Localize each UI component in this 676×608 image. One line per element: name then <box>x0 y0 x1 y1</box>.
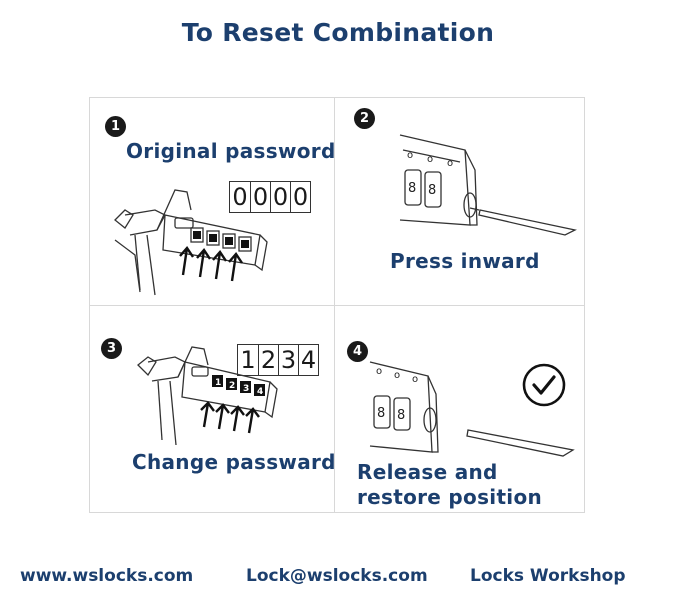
svg-text:4: 4 <box>257 387 263 397</box>
digit: 3 <box>278 345 298 375</box>
svg-text:8: 8 <box>377 406 385 421</box>
step-4-caption-line2: restore position <box>357 485 543 509</box>
lock-illustration-press: 8 8 o o o <box>399 134 577 236</box>
svg-text:1: 1 <box>215 378 221 388</box>
step-4-caption-line1: Release and <box>357 460 498 484</box>
digit: 1 <box>240 346 256 374</box>
step-1-caption: Original password <box>126 139 336 163</box>
svg-text:o: o <box>376 366 382 377</box>
svg-text:2: 2 <box>229 381 235 391</box>
step-1-digit-box: 0 0 0 0 <box>229 181 311 213</box>
digit: 0 <box>270 182 290 212</box>
svg-text:o: o <box>412 374 418 385</box>
step-3-number: 3 <box>101 338 122 359</box>
svg-text:o: o <box>407 150 413 161</box>
digit: 4 <box>298 345 318 375</box>
svg-text:8: 8 <box>397 408 405 423</box>
svg-text:3: 3 <box>243 384 249 394</box>
step-2-number: 2 <box>354 108 375 129</box>
footer-email-link[interactable]: Lock@wslocks.com <box>246 566 428 586</box>
svg-text:o: o <box>427 154 433 165</box>
digit: 0 <box>250 182 270 212</box>
grid-divider-horizontal <box>89 305 585 306</box>
step-1-number: 1 <box>105 116 126 137</box>
step-4-number: 4 <box>347 341 368 362</box>
step-3-caption: Change passward <box>132 450 336 474</box>
svg-text:8: 8 <box>428 183 436 198</box>
lock-illustration-change: 1 2 3 4 <box>137 346 278 446</box>
lock-illustration-release: 8 8 o o o <box>369 361 575 457</box>
digit: 0 <box>232 183 248 211</box>
svg-text:o: o <box>394 370 400 381</box>
step-2-caption: Press inward <box>390 249 540 273</box>
lock-illustration-original <box>114 189 268 296</box>
footer-website-link[interactable]: www.wslocks.com <box>20 566 194 586</box>
page-title: To Reset Combination <box>181 18 495 47</box>
digit: 0 <box>290 182 310 212</box>
svg-text:8: 8 <box>408 181 416 196</box>
svg-text:o: o <box>447 158 453 169</box>
step-3-digit-box: 1 2 3 4 <box>237 344 319 376</box>
footer-brand: Locks Workshop <box>470 566 626 586</box>
digit: 2 <box>258 345 278 375</box>
checkmark-circle-icon <box>522 363 566 407</box>
